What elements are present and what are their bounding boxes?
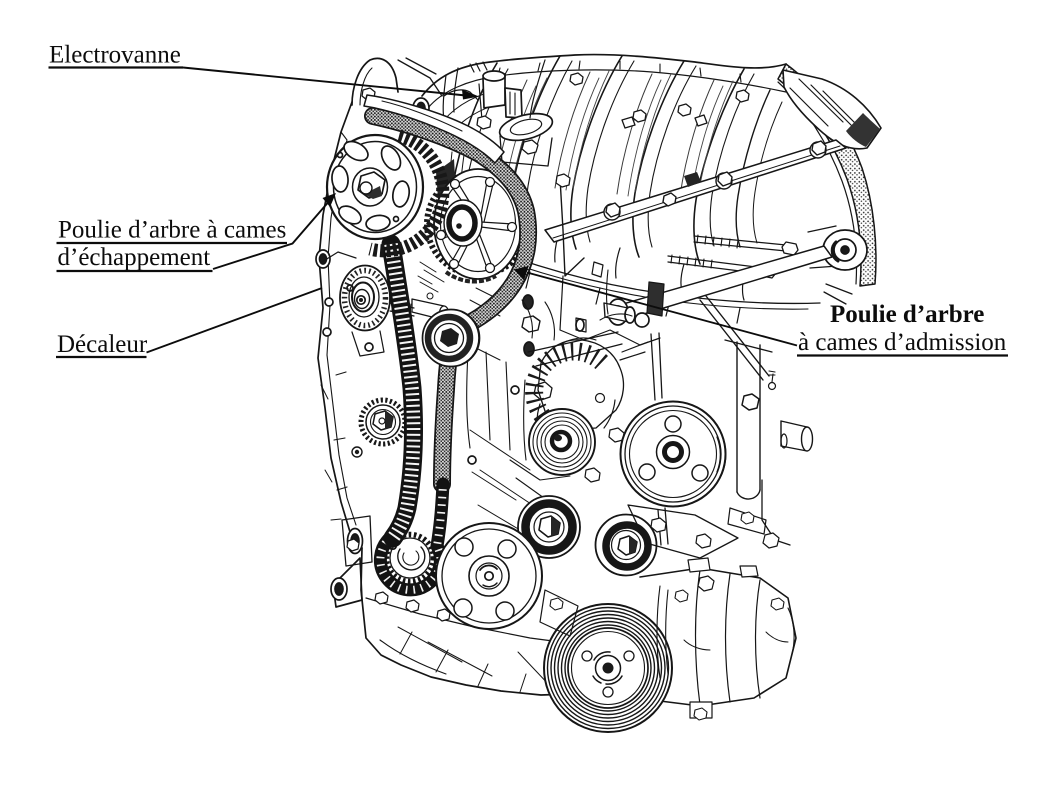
svg-text:Décaleur: Décaleur bbox=[57, 331, 148, 358]
svg-text:d’échappement: d’échappement bbox=[58, 244, 211, 271]
svg-text:à cames d’admission: à cames d’admission bbox=[798, 329, 1007, 356]
svg-text:Electrovanne: Electrovanne bbox=[49, 42, 181, 69]
svg-text:Poulie d’arbre à cames: Poulie d’arbre à cames bbox=[58, 217, 286, 244]
svg-text:Poulie d’arbre: Poulie d’arbre bbox=[830, 301, 984, 328]
